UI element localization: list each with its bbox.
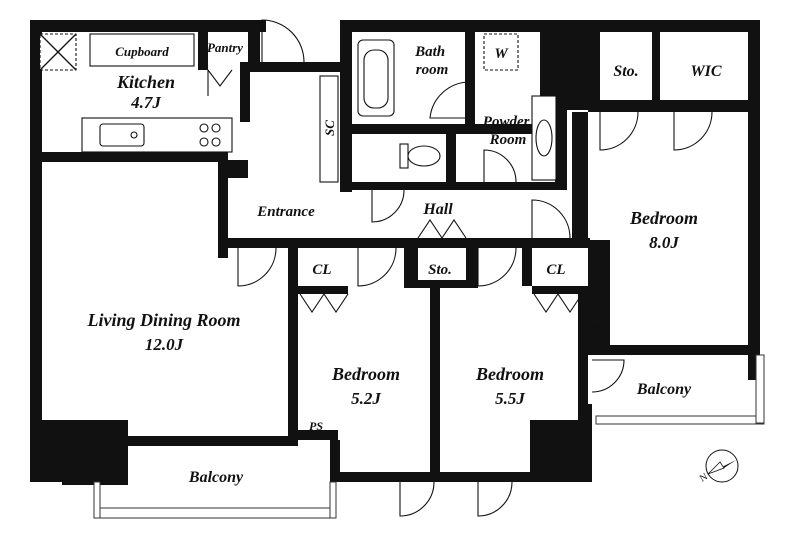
- pantry-label: Pantry: [207, 40, 243, 55]
- bathroom-label: Bath room: [414, 44, 449, 78]
- sto-top-label: Sto.: [613, 63, 638, 80]
- sto-mid-label: Sto.: [428, 262, 452, 278]
- wic-label: WIC: [690, 63, 721, 80]
- living-dining-room-size-label: 12.0J: [145, 335, 184, 354]
- compass-letter: N: [698, 471, 710, 484]
- fixtures: [39, 33, 557, 183]
- balcony-rails: [93, 349, 765, 519]
- north-arrow-icon: N: [698, 449, 739, 485]
- balcony-bottom-label: Balcony: [188, 469, 244, 486]
- ps-right-label: PS: [591, 321, 605, 335]
- bedroom-main-label: Bedroom: [629, 208, 698, 228]
- doors: [207, 19, 713, 517]
- bedroom-a-size-label: 5.2J: [351, 389, 381, 408]
- cl-left-label: CL: [312, 262, 331, 278]
- powder-room-label: Powder Room: [483, 114, 533, 148]
- washer-label: W: [494, 46, 509, 62]
- bedroom-b-label: Bedroom: [475, 364, 544, 384]
- sc-label: SC: [322, 120, 337, 136]
- cl-right-label: CL: [546, 262, 565, 278]
- walls: [30, 20, 760, 485]
- hall-label: Hall: [422, 201, 453, 218]
- bedroom-b-size-label: 5.5J: [495, 389, 525, 408]
- bedroom-a-label: Bedroom: [331, 364, 400, 384]
- entrance-label: Entrance: [256, 204, 315, 220]
- kitchen-size-label: 4.7J: [130, 93, 161, 112]
- living-dining-room-label: Living Dining Room: [86, 310, 240, 330]
- cupboard-label: Cupboard: [115, 44, 169, 59]
- bedroom-main-size-label: 8.0J: [649, 233, 679, 252]
- ps-bottom-label: PS: [309, 419, 323, 433]
- balcony-right-label: Balcony: [636, 381, 692, 398]
- kitchen-label: Kitchen: [116, 72, 175, 92]
